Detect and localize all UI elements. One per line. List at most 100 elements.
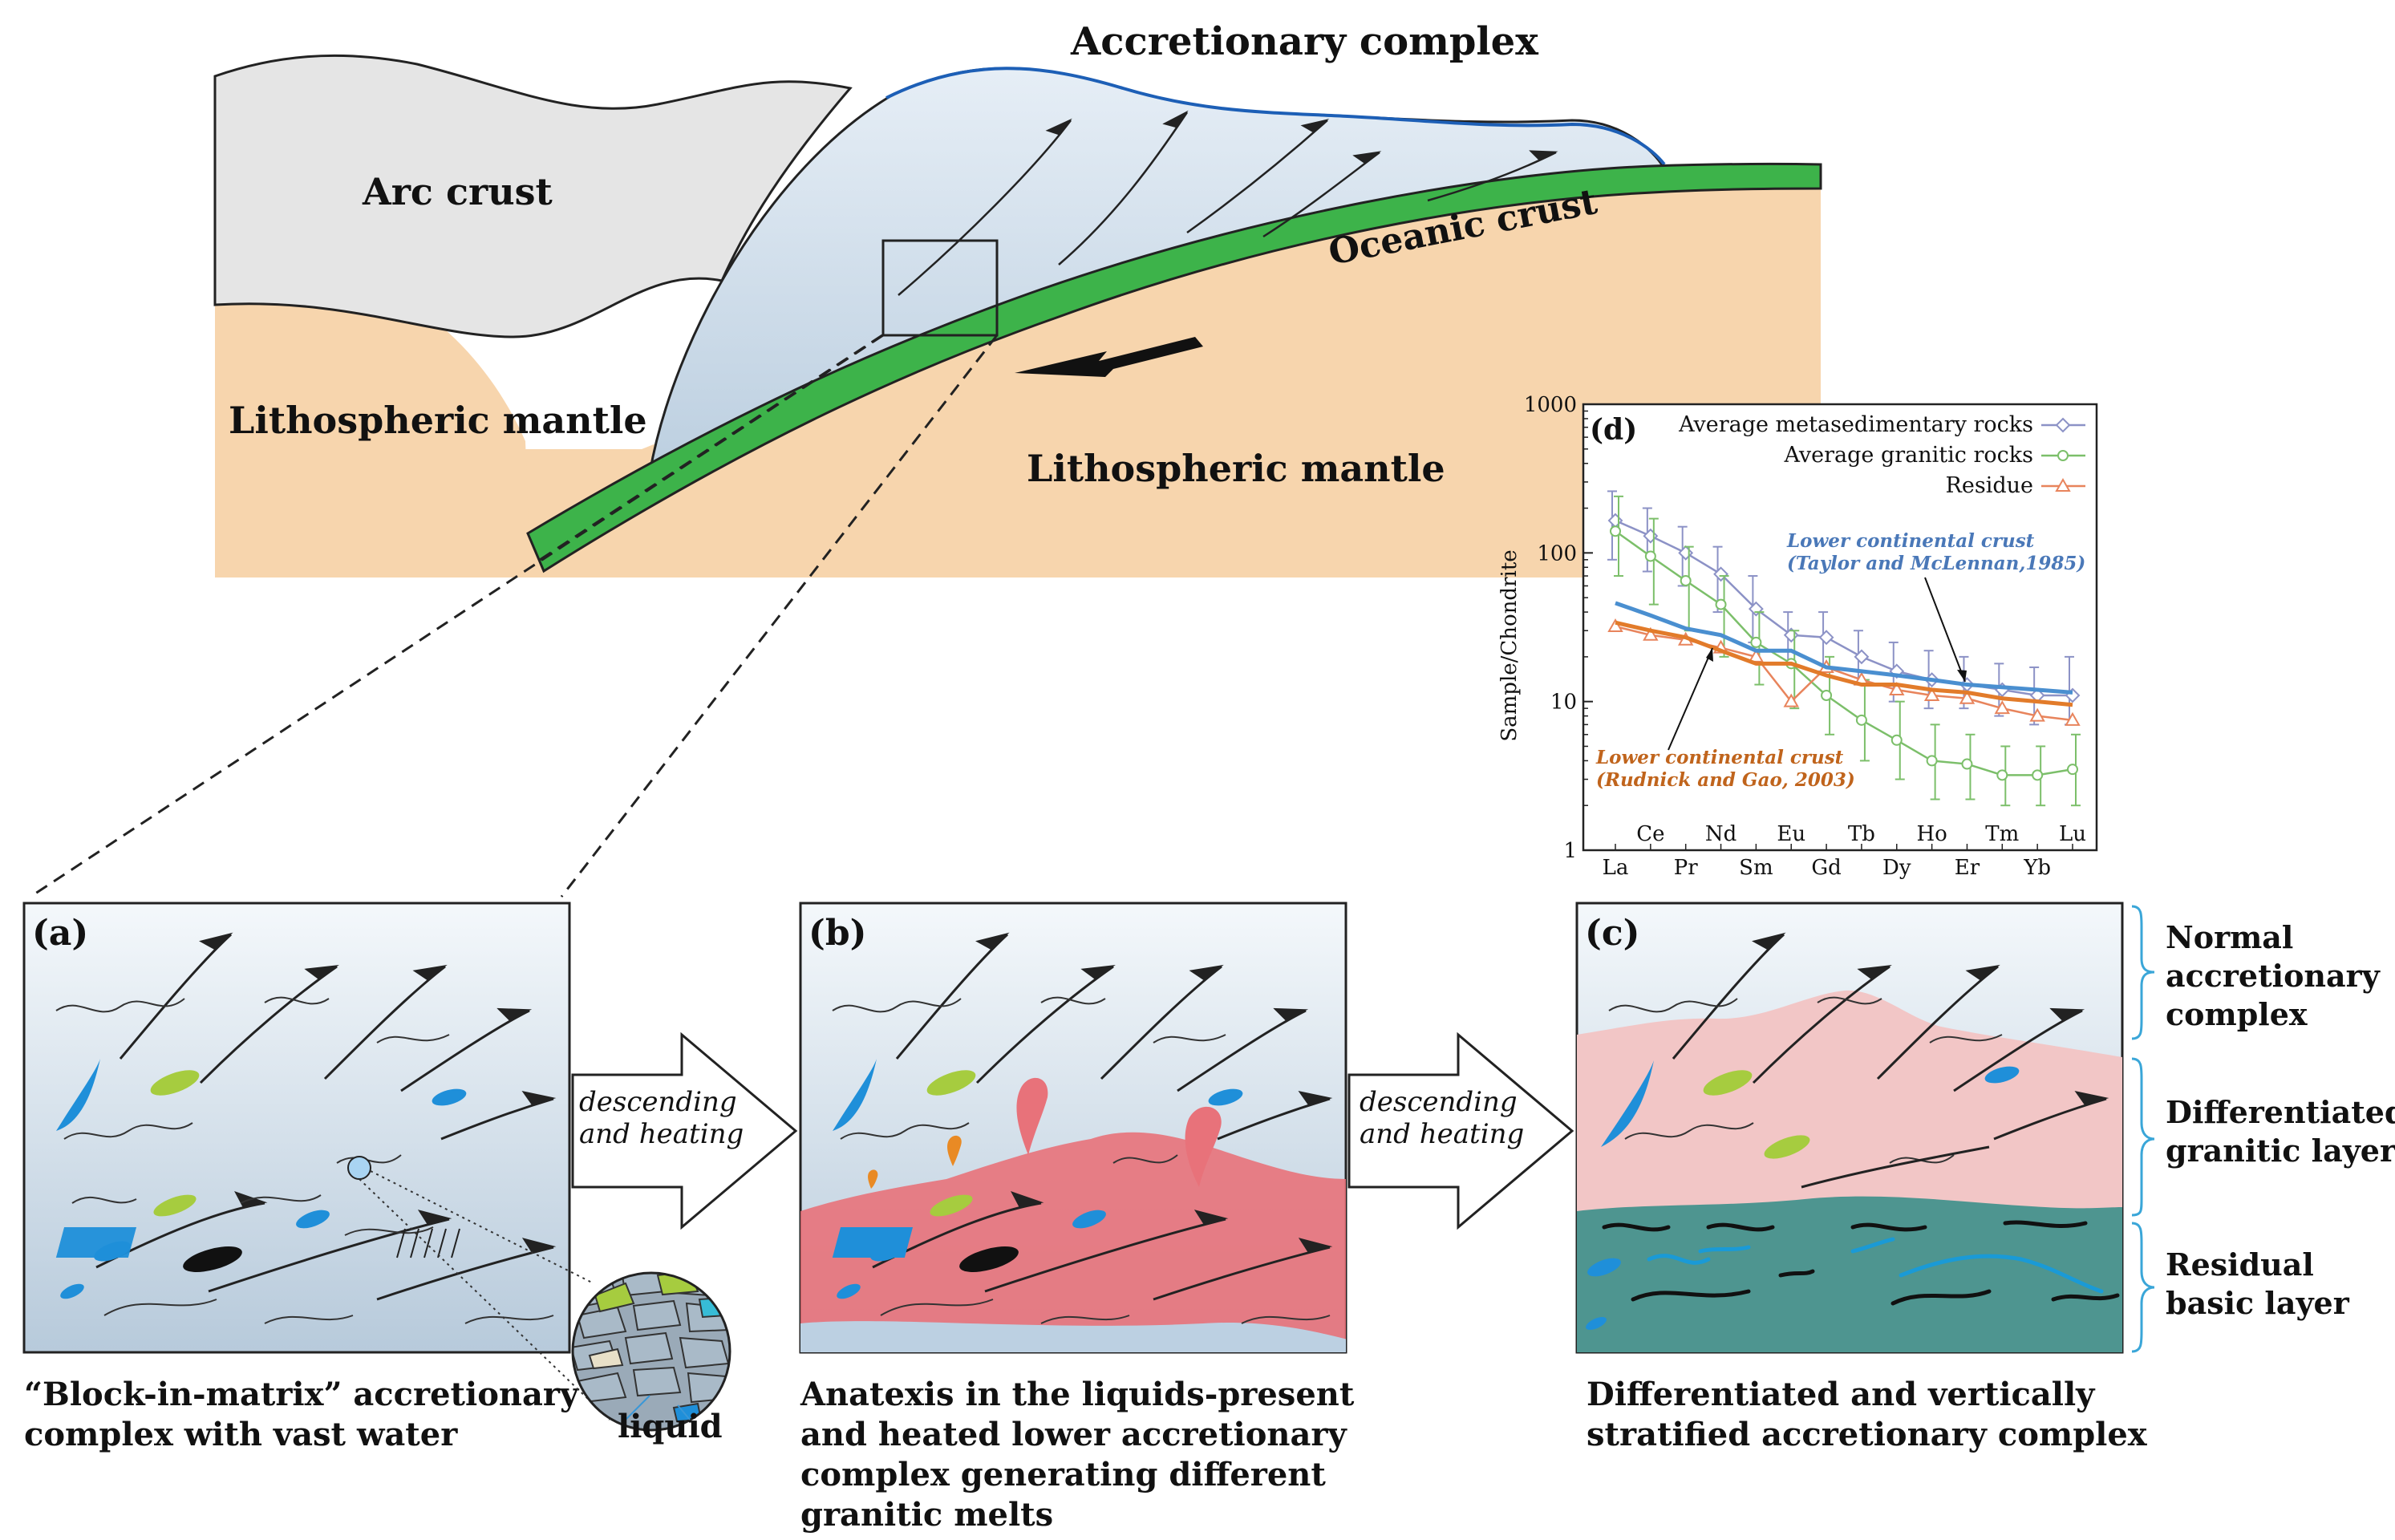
- data-point: [1926, 755, 1938, 767]
- lcc-taylor-label-1: Lower continental crust: [1786, 530, 2035, 552]
- panel-c-caption-1: Differentiated and vertically: [1587, 1376, 2096, 1413]
- legend-marker: [2055, 417, 2071, 433]
- lcc-rudnick-label-2: (Rudnick and Gao, 2003): [1596, 769, 1855, 791]
- process-arrow-2: descending and heating: [1347, 1031, 1574, 1230]
- data-point: [1889, 681, 1905, 695]
- arrow-right-icon: [571, 1031, 798, 1230]
- y-tick-label: 1000: [1524, 393, 1577, 417]
- data-point: [1643, 528, 1659, 544]
- x-tick-label: Dy: [1882, 856, 1911, 880]
- x-tick-label: Gd: [1811, 856, 1841, 880]
- data-point: [1680, 575, 1692, 587]
- x-tick-label: Pr: [1674, 856, 1698, 880]
- panel-a: (a) “Block-in-matrix” accretionary compl…: [22, 902, 580, 1453]
- data-point: [1890, 734, 1903, 746]
- layer-granitic-1: Differentiated: [2166, 1094, 2395, 1130]
- panel-a-caption-2: complex with vast water: [24, 1416, 458, 1453]
- legend-marker: [2057, 450, 2069, 461]
- legend-marker: [2055, 477, 2071, 492]
- magnifier: liquid: [359, 1170, 731, 1445]
- data-point: [1644, 550, 1656, 562]
- x-tick-label: Sm: [1739, 856, 1773, 880]
- subduction-arrow-icon: [1015, 337, 1203, 377]
- data-point: [1713, 566, 1728, 582]
- arrow-1-line1: descending: [579, 1086, 737, 1118]
- data-point: [1855, 714, 1867, 726]
- legend-label: Residue: [1946, 473, 2033, 498]
- data-point: [1959, 690, 1976, 704]
- x-tick-label: Nd: [1705, 822, 1736, 846]
- melt-diapir-orange: [947, 1135, 962, 1166]
- layer-labels: Normal accretionary complex Differentiat…: [2166, 919, 2395, 1321]
- panel-b-caption-4: granitic melts: [800, 1496, 1053, 1534]
- panel-a-label: (a): [32, 913, 88, 954]
- legend-label: Average metasedimentary rocks: [1678, 412, 2033, 437]
- legend-label: Average granitic rocks: [1784, 443, 2034, 468]
- liquid-label: liquid: [618, 1408, 723, 1445]
- data-point: [2067, 764, 2078, 776]
- sample-point: [347, 1156, 371, 1180]
- data-point: [1643, 626, 1659, 641]
- layer-normal-1: Normal: [2166, 919, 2293, 955]
- panel-b-caption-1: Anatexis in the liquids-present: [800, 1376, 1355, 1413]
- chart-ylabel: Sample/Chondrite: [1497, 549, 1522, 741]
- layer-brackets: [2131, 905, 2155, 1353]
- lithospheric-mantle-right: Lithospheric mantle: [1027, 447, 1445, 490]
- data-point: [1610, 525, 1621, 537]
- melt-layer: [800, 1132, 1346, 1348]
- layer-residual-2: basic layer: [2166, 1285, 2350, 1321]
- y-tick-label: 1: [1563, 839, 1577, 863]
- data-point: [1821, 689, 1833, 701]
- panel-b-label: (b): [808, 913, 866, 954]
- y-tick-label: 100: [1537, 541, 1577, 565]
- panel-b-caption-3: complex generating different: [800, 1456, 1326, 1493]
- zoom-box: [881, 239, 999, 337]
- x-tick-label: Lu: [2059, 822, 2086, 846]
- zoom-lines: [30, 334, 999, 898]
- x-tick-label: Ce: [1636, 822, 1664, 846]
- data-point: [1783, 693, 1799, 707]
- thrust-faults: [95, 932, 557, 1301]
- x-tick-label: Tb: [1848, 822, 1875, 846]
- data-point: [1994, 700, 2011, 715]
- panel-c-caption-2: stratified accretionary complex: [1587, 1416, 2148, 1453]
- data-point: [1750, 636, 1762, 648]
- data-point: [1818, 630, 1834, 646]
- series-1: [1610, 495, 2081, 807]
- arrow-right-icon: [1347, 1031, 1574, 1230]
- data-point: [1923, 687, 1940, 701]
- series-4: [1615, 620, 2073, 707]
- blocks: [55, 1059, 467, 1299]
- accretionary-complex-title: Accretionary complex: [1070, 19, 1538, 64]
- layer-granitic-2: granitic layer: [2166, 1133, 2395, 1169]
- data-point: [1854, 649, 1870, 665]
- taylor-pointer: [1924, 577, 1966, 683]
- granitic-layer: [1577, 990, 2122, 1219]
- panel-c: (c) Differentiated and vertically strati…: [1575, 902, 2148, 1453]
- melt-diapir: [1185, 1106, 1222, 1187]
- data-point: [1607, 618, 1623, 633]
- series-line: [1615, 530, 2073, 776]
- series-line: [1615, 601, 2073, 695]
- x-tick-label: Yb: [2023, 856, 2051, 880]
- layer-residual-1: Residual: [2166, 1246, 2314, 1283]
- lcc-taylor-label-2: (Taylor and McLennan,1985): [1787, 553, 2085, 574]
- data-point: [1715, 598, 1727, 610]
- arrow-2-line2: and heating: [1360, 1118, 1524, 1150]
- panel-b: (b) Anatexis in the liquids-present and …: [799, 902, 1355, 1534]
- panel-a-caption-1: “Block-in-matrix” accretionary: [24, 1376, 580, 1413]
- rudnick-pointer: [1668, 647, 1713, 751]
- series-line: [1615, 620, 2073, 707]
- process-arrow-1: descending and heating: [571, 1031, 798, 1230]
- arc-crust-label: Arc crust: [362, 170, 553, 213]
- data-point: [1996, 769, 2008, 781]
- x-tick-label: Er: [1955, 856, 1980, 880]
- chart-panel-label: (d): [1590, 413, 1637, 447]
- residual-layer: [1577, 1196, 2122, 1352]
- melt-diapir-orange: [868, 1169, 878, 1189]
- arc-crust: [213, 54, 853, 338]
- oceanic-crust: [526, 162, 1822, 573]
